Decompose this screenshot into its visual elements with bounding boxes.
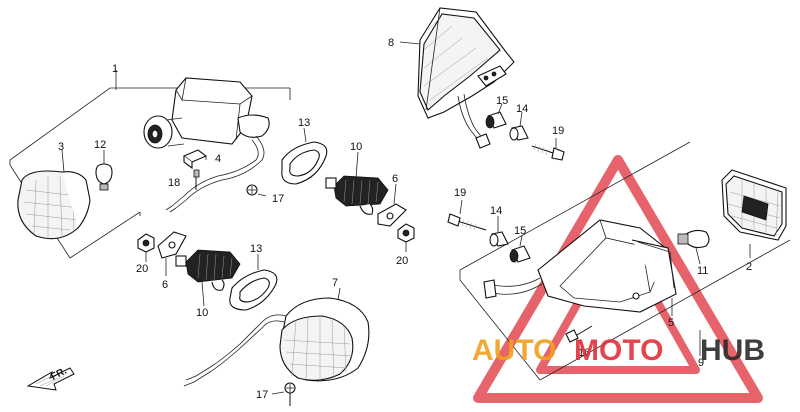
callout-14-lower: 14 bbox=[490, 205, 502, 217]
bulb-11 bbox=[677, 229, 710, 265]
callout-7: 7 bbox=[332, 277, 338, 289]
collar-14-lower bbox=[489, 216, 509, 247]
callout-12: 12 bbox=[94, 139, 106, 151]
bolt-19-upper bbox=[531, 138, 565, 161]
callout-16: 16 bbox=[578, 347, 590, 359]
front-direction-arrow bbox=[26, 367, 75, 391]
rear-left-turn-lamp bbox=[183, 287, 370, 387]
screw-17-upper bbox=[246, 184, 267, 197]
group-frame-9b bbox=[539, 239, 791, 381]
callout-20-lower: 20 bbox=[136, 263, 148, 275]
screw-18 bbox=[193, 169, 200, 190]
callout-3: 3 bbox=[58, 141, 64, 153]
callout-17-lower: 17 bbox=[256, 389, 268, 401]
nut-20-upper bbox=[397, 223, 415, 252]
callout-2: 2 bbox=[746, 261, 752, 273]
callout-19-lower: 19 bbox=[454, 187, 466, 199]
group-frame-9c bbox=[459, 270, 541, 381]
gasket-13-lower bbox=[229, 254, 278, 311]
plate-6-lower bbox=[157, 231, 187, 276]
callout-10-upper: 10 bbox=[350, 141, 362, 153]
callout-13-lower: 13 bbox=[250, 243, 262, 255]
license-light-bracket bbox=[483, 219, 677, 316]
screw-16 bbox=[565, 325, 593, 349]
callout-4: 4 bbox=[215, 153, 221, 165]
bush-15-upper bbox=[485, 103, 507, 129]
bulb-12 bbox=[95, 150, 113, 191]
front-direction-label: FR. bbox=[49, 365, 69, 382]
callout-11: 11 bbox=[697, 265, 708, 277]
plate-6-upper bbox=[377, 183, 407, 227]
callout-17-upper: 17 bbox=[272, 193, 284, 205]
bracket-4 bbox=[182, 149, 208, 170]
callout-13-upper: 13 bbox=[298, 117, 310, 129]
socket-10-lower bbox=[175, 249, 241, 307]
callout-15-lower: 15 bbox=[514, 225, 526, 237]
screw-17-lower bbox=[271, 382, 296, 406]
gasket-13-upper bbox=[281, 127, 328, 185]
watermark-word-hub: HUB bbox=[700, 334, 765, 367]
tail-lamp-2 bbox=[721, 169, 787, 258]
callout-18: 18 bbox=[168, 177, 180, 189]
socket-10-upper bbox=[325, 151, 389, 215]
rear-cowl-8 bbox=[399, 7, 515, 149]
callout-9: 9 bbox=[698, 357, 704, 369]
callout-5: 5 bbox=[668, 317, 674, 329]
callout-6-lower: 6 bbox=[162, 279, 168, 291]
callout-15-upper: 15 bbox=[496, 95, 508, 107]
watermark-word-auto: AUTO bbox=[472, 334, 556, 367]
watermark-word-moto: MOTO bbox=[574, 334, 663, 367]
nut-20-lower bbox=[137, 233, 155, 262]
callout-10-lower: 10 bbox=[196, 307, 208, 319]
callout-8: 8 bbox=[388, 37, 394, 49]
callout-19-upper: 19 bbox=[552, 125, 564, 137]
bolt-19-lower bbox=[447, 199, 487, 231]
callout-14-upper: 14 bbox=[516, 103, 528, 115]
collar-14-upper bbox=[509, 111, 529, 141]
group-frame-9 bbox=[459, 141, 691, 271]
callout-1: 1 bbox=[112, 63, 118, 75]
watermark-text: AUTO MOTO HUB bbox=[472, 334, 765, 367]
left-front-turn-lamp bbox=[17, 149, 91, 240]
bush-15-lower bbox=[509, 235, 531, 263]
callout-6-upper: 6 bbox=[392, 173, 398, 185]
callout-20-upper: 20 bbox=[396, 255, 408, 267]
left-turn-housing bbox=[143, 77, 270, 213]
